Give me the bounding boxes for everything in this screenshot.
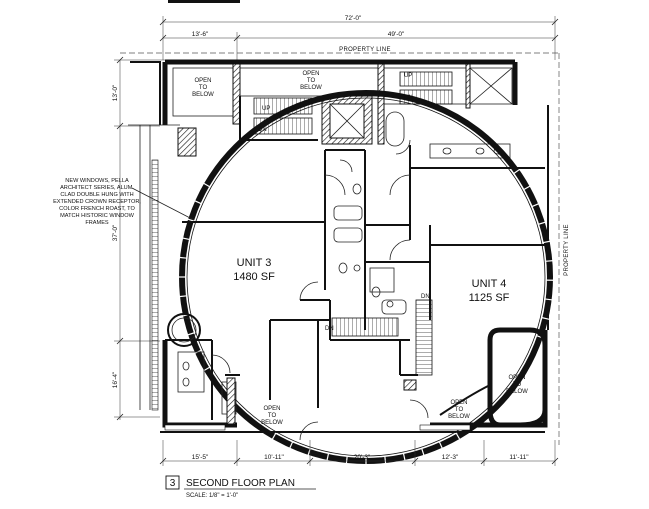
dim-left-middle: 37'-0" (112, 224, 119, 241)
drawing-number: 3 (170, 478, 176, 489)
rotunda-window-mullion (187, 218, 195, 222)
dim-top-left: 13'-6" (192, 31, 209, 38)
svg-text:OPEN: OPEN (302, 71, 319, 77)
dim-left-upper: 13'-0" (112, 84, 119, 101)
rotunda-window-mullion (178, 295, 188, 298)
svg-text:1480 SF: 1480 SF (233, 271, 275, 283)
drawing-scale: SCALE: 1/8" = 1'-0" (186, 493, 238, 499)
svg-text:UNIT 4: UNIT 4 (472, 278, 507, 290)
open-to-below-label: OPEN TO BELOW (506, 375, 528, 395)
rotunda-window-mullion (345, 455, 348, 465)
rotunda-window-mullion (402, 452, 406, 462)
svg-text:FRAMES: FRAMES (85, 220, 109, 226)
dim-bottom-3: 20'-3" (354, 454, 371, 461)
svg-text:1125 SF: 1125 SF (469, 292, 510, 304)
stair-down-label: DN (258, 127, 267, 133)
svg-text:TO: TO (513, 382, 522, 388)
rotunda-window-mullion (541, 316, 550, 320)
stair-up-label: UP (262, 106, 270, 112)
rotunda-window-mullion (194, 199, 202, 205)
rotunda-window-mullion (421, 448, 425, 456)
svg-text:BELOW: BELOW (300, 85, 322, 91)
rotunda-window-mullion (542, 240, 551, 244)
stair-down-label: DN (404, 95, 413, 101)
svg-text:BELOW: BELOW (261, 420, 283, 426)
rotunda-window-mullion (438, 441, 444, 449)
svg-text:EXTENDED CROWN RECEPTOR,: EXTENDED CROWN RECEPTOR, (53, 199, 141, 205)
bottom-windows (164, 424, 471, 431)
top-dimensions: 72'-0" 13'-6" 49'-0" (159, 0, 559, 60)
stair-core-left (177, 127, 197, 157)
svg-text:OPEN: OPEN (194, 78, 211, 84)
property-line-label-top: PROPERTY LINE (339, 47, 391, 53)
dim-overall: 72'-0" (345, 15, 362, 22)
svg-text:BELOW: BELOW (448, 414, 470, 420)
rotunda-window-mullion (544, 298, 553, 301)
open-to-below-label: OPEN TO BELOW (192, 78, 214, 98)
svg-text:OPEN: OPEN (508, 375, 525, 381)
oval-room-wall (487, 327, 548, 428)
rotunda-window-mullion (455, 432, 461, 441)
window-callout-note: NEW WINDOWS, PELLA ARCHITECT SERIES, ALU… (53, 178, 195, 226)
rotunda-window-mullion (288, 441, 294, 449)
svg-text:UNIT 3: UNIT 3 (237, 257, 272, 269)
dim-left-lower: 16'-4" (112, 371, 119, 388)
svg-text:MATCH HISTORIC WINDOW: MATCH HISTORIC WINDOW (60, 213, 134, 219)
stair-labels: UP DN UP DN DN DN (258, 73, 430, 332)
stair-down-label: DN (325, 326, 334, 332)
stair-up-label: UP (404, 73, 412, 79)
rotunda-window-mullion (326, 452, 330, 462)
rotunda-window-mullion (531, 202, 540, 208)
title-block: 3 SECOND FLOOR PLAN SCALE: 1/8" = 1'-0" (165, 475, 316, 499)
rotunda-window-mullion (384, 455, 387, 465)
rotunda-window-mullion (537, 221, 546, 225)
top-rooms (172, 63, 513, 159)
rotunda-window-mullion (181, 237, 191, 241)
dim-bottom-5: 11'-11" (509, 454, 529, 461)
open-to-below-label: OPEN TO BELOW (448, 400, 470, 420)
rotunda-window-mullion (187, 332, 195, 336)
svg-text:TO: TO (268, 413, 277, 419)
existing-stair-left (151, 159, 159, 411)
svg-text:TO: TO (455, 407, 464, 413)
rotunda-window-mullion (271, 432, 277, 441)
dim-top-right: 49'-0" (388, 31, 405, 38)
unit-3-label: UNIT 3 1480 SF (233, 257, 275, 283)
rotunda-window-mullion (202, 182, 211, 188)
rotunda-window-mullion (513, 168, 521, 175)
svg-text:NEW WINDOWS, PELLA: NEW WINDOWS, PELLA (65, 178, 129, 184)
svg-text:BELOW: BELOW (192, 92, 214, 98)
open-to-below-label: OPEN TO BELOW (300, 71, 322, 91)
svg-text:TO: TO (307, 78, 316, 84)
dim-bottom-4: 12'-3" (442, 454, 459, 461)
dim-bottom-1: 15'-5" (192, 454, 209, 461)
bottom-dimensions: 15'-5" 10'-11" 20'-3" 12'-3" 11'-11" (159, 440, 559, 466)
stair-down-label: DN (421, 294, 430, 300)
svg-text:ARCHITECT SERIES, ALUM.: ARCHITECT SERIES, ALUM. (60, 185, 134, 191)
svg-text:OPEN: OPEN (450, 400, 467, 406)
svg-text:TO: TO (199, 85, 208, 91)
svg-text:BELOW: BELOW (506, 389, 528, 395)
svg-text:OPEN: OPEN (263, 406, 280, 412)
interior-partitions (165, 139, 545, 441)
drawing-title: SECOND FLOOR PLAN (186, 478, 295, 489)
unit-4-label: UNIT 4 1125 SF (469, 278, 510, 304)
svg-text:COLOR FRENCH ROAST, TO: COLOR FRENCH ROAST, TO (59, 206, 135, 212)
rotunda-window-mullion (178, 256, 188, 259)
svg-text:CLAD DOUBLE HUNG WITH: CLAD DOUBLE HUNG WITH (60, 192, 133, 198)
dim-bottom-2: 10'-11" (264, 454, 284, 461)
open-to-below-label: OPEN TO BELOW (261, 406, 283, 426)
rotunda-window-mullion (545, 260, 554, 262)
rotunda-window-mullion (523, 185, 531, 191)
open-to-below-labels: OPEN TO BELOW OPEN TO BELOW OPEN TO BELO… (192, 71, 528, 426)
left-dimensions: 13'-0" 37'-0" 16'-4" (112, 56, 165, 421)
property-line-label-right: PROPERTY LINE (564, 224, 570, 276)
